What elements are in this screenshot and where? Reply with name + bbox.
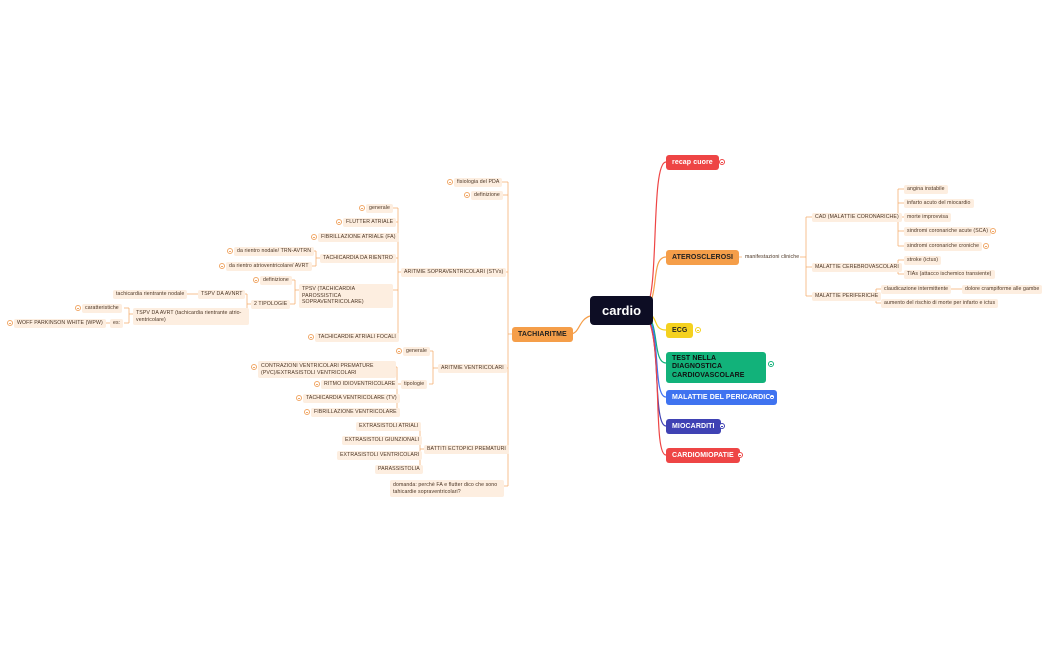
node-focali[interactable]: TACHICARDIE ATRIALI FOCALI bbox=[315, 333, 399, 343]
expand-icon[interactable] bbox=[314, 381, 320, 387]
expand-icon[interactable] bbox=[737, 452, 743, 458]
node-bep-item[interactable]: EXTRASISTOLI VENTRICOLARI bbox=[337, 451, 423, 461]
expand-icon[interactable] bbox=[296, 395, 302, 401]
branch-recap-cuore[interactable]: recap cuore bbox=[666, 155, 719, 170]
node-flutter[interactable]: FLUTTER ATRIALE bbox=[343, 218, 397, 228]
node-stv[interactable]: ARITMIE SOPRAVENTRICOLARI (STVs) bbox=[401, 268, 507, 278]
node-av-ritmo[interactable]: RITMO IDIOVENTRICOLARE bbox=[321, 380, 399, 390]
node-fisiologia[interactable]: fisiologia del PDA bbox=[454, 178, 503, 188]
branch-aterosclerosi[interactable]: ATEROSCLEROSI bbox=[666, 250, 740, 265]
expand-icon[interactable] bbox=[990, 228, 996, 234]
branch-miocarditi[interactable]: MIOCARDITI bbox=[666, 419, 721, 434]
expand-icon[interactable] bbox=[308, 334, 314, 340]
node-cad-item[interactable]: morte improvvisa bbox=[904, 213, 952, 223]
node-periferiche[interactable]: MALATTIE PERIFERICHE bbox=[812, 292, 882, 302]
node-caratteristiche[interactable]: caratteristiche bbox=[82, 304, 122, 314]
node-av-tipologie[interactable]: tipologie bbox=[401, 380, 428, 390]
node-perif-item[interactable]: claudicazione intermittente bbox=[881, 285, 952, 295]
branch-tachiaritme[interactable]: TACHIARITME bbox=[512, 327, 573, 342]
node-perif-item[interactable]: dolore crampiforme alle gambe bbox=[962, 285, 1043, 295]
node-cerebro-item[interactable]: TIAs (attacco ischemico transiente) bbox=[904, 270, 995, 280]
expand-icon[interactable] bbox=[396, 348, 402, 354]
expand-icon[interactable] bbox=[7, 320, 13, 326]
expand-icon[interactable] bbox=[75, 305, 81, 311]
node-bep-item[interactable]: EXTRASISTOLI GIUNZIONALI bbox=[342, 436, 423, 446]
node-stv-generale[interactable]: generale bbox=[366, 204, 393, 214]
expand-icon[interactable] bbox=[769, 394, 775, 400]
expand-icon[interactable] bbox=[719, 159, 725, 165]
node-cad-item[interactable]: sindromi coronariche croniche bbox=[904, 242, 983, 252]
node-manifestazioni[interactable]: manifestazioni cliniche bbox=[745, 254, 800, 260]
expand-icon[interactable] bbox=[219, 263, 225, 269]
branch-malattie-pericardio[interactable]: MALATTIE DEL PERICARDIO bbox=[666, 390, 777, 405]
expand-icon[interactable] bbox=[227, 248, 233, 254]
node-tpsv[interactable]: TPSV (TACHICARDIA PAROSSISTICA SOPRAVENT… bbox=[299, 284, 393, 308]
node-cad-item[interactable]: infarto acuto del miocardio bbox=[904, 199, 974, 209]
node-tdr-item[interactable]: da rientro atrioventricolare/ AVRT bbox=[226, 262, 312, 272]
node-es[interactable]: es: bbox=[110, 319, 124, 329]
expand-icon[interactable] bbox=[464, 192, 470, 198]
expand-icon[interactable] bbox=[253, 277, 259, 283]
node-wpw[interactable]: WOFF PARKINSON WHITE (WPW) bbox=[14, 319, 106, 329]
node-tdr-item[interactable]: da rientro nodale/ TRN-AVTRN bbox=[234, 247, 315, 257]
node-bep[interactable]: BATTITI ECTOPICI PREMATURI bbox=[424, 445, 509, 455]
node-bep-item[interactable]: EXTRASISTOLI ATRIALI bbox=[356, 422, 422, 432]
node-cerebro-item[interactable]: stroke (ictus) bbox=[904, 256, 942, 266]
expand-icon[interactable] bbox=[336, 219, 342, 225]
branch-test-diagnostica[interactable]: TEST NELLA DIAGNOSTICA CARDIOVASCOLARE bbox=[666, 352, 766, 384]
node-av-fv[interactable]: FIBRILLAZIONE VENTRICOLARE bbox=[311, 408, 400, 418]
expand-icon[interactable] bbox=[304, 409, 310, 415]
node-avrt[interactable]: TSPV DA AVRT (tachicardia rientrante atr… bbox=[133, 308, 249, 325]
expand-icon[interactable] bbox=[311, 234, 317, 240]
node-2-tipologie[interactable]: 2 TIPOLOGIE bbox=[251, 300, 291, 310]
node-av-pvc[interactable]: CONTRAZIONI VENTRICOLARI PREMATURE (PVC)… bbox=[258, 361, 396, 378]
node-aritmie-ventricolari[interactable]: ARITMIE VENTRICOLARI bbox=[438, 364, 507, 374]
node-fa[interactable]: FIBRILLAZIONE ATRIALE (FA) bbox=[318, 233, 399, 243]
node-cad-item[interactable]: sindromi coronariche acute (SCA) bbox=[904, 227, 992, 237]
expand-icon[interactable] bbox=[983, 243, 989, 249]
node-avnrt[interactable]: TSPV DA AVNRT bbox=[198, 290, 246, 300]
node-cerebrovascolari[interactable]: MALATTIE CEREBROVASCOLARI bbox=[812, 263, 902, 273]
expand-icon[interactable] bbox=[359, 205, 365, 211]
node-bep-item[interactable]: PARASSISTOLIA bbox=[375, 465, 423, 475]
expand-icon[interactable] bbox=[719, 423, 725, 429]
node-av-generale[interactable]: generale bbox=[403, 347, 430, 357]
node-definizione[interactable]: definizione bbox=[471, 191, 503, 201]
branch-cardiomiopatie[interactable]: CARDIOMIOPATIE bbox=[666, 448, 740, 463]
expand-icon[interactable] bbox=[768, 361, 774, 367]
node-tpsv-definizione[interactable]: definizione bbox=[260, 276, 292, 286]
expand-icon[interactable] bbox=[251, 364, 257, 370]
node-cad[interactable]: CAD (MALATTIE CORONARICHE) bbox=[812, 213, 902, 223]
node-tdr[interactable]: TACHICARDIA DA RIENTRO bbox=[320, 254, 396, 264]
node-cad-item[interactable]: angina instabile bbox=[904, 185, 948, 195]
node-av-tv[interactable]: TACHICARDIA VENTRICOLARE (TV) bbox=[303, 394, 400, 404]
node-avnrt-desc[interactable]: tachicardia rientrante nodale bbox=[113, 290, 188, 300]
node-domanda[interactable]: domanda: perchè FA e flutter dico che so… bbox=[390, 480, 504, 497]
node-perif-item[interactable]: aumento del rischio di morte per infarto… bbox=[881, 299, 999, 309]
expand-icon[interactable] bbox=[695, 327, 701, 333]
expand-icon[interactable] bbox=[447, 179, 453, 185]
root-node[interactable]: cardio bbox=[590, 296, 654, 325]
branch-ecg[interactable]: ECG bbox=[666, 323, 694, 338]
